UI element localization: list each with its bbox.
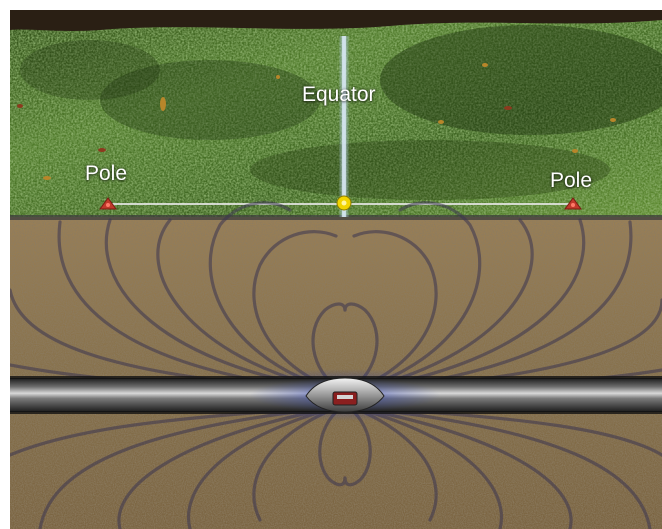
pole-marker-icon-left bbox=[99, 197, 117, 210]
pole-label-right: Pole bbox=[550, 169, 593, 192]
transmitter-sonde-icon bbox=[305, 377, 385, 413]
locator-field-diagram: Equator Pole Pole bbox=[10, 10, 662, 529]
pole-marker-icon-right bbox=[564, 197, 582, 210]
diagram-canvas bbox=[10, 10, 662, 529]
equator-line bbox=[339, 36, 349, 217]
equator-label: Equator bbox=[302, 83, 376, 106]
pole-label-left: Pole bbox=[85, 162, 128, 185]
equator-marker-icon bbox=[336, 195, 352, 211]
